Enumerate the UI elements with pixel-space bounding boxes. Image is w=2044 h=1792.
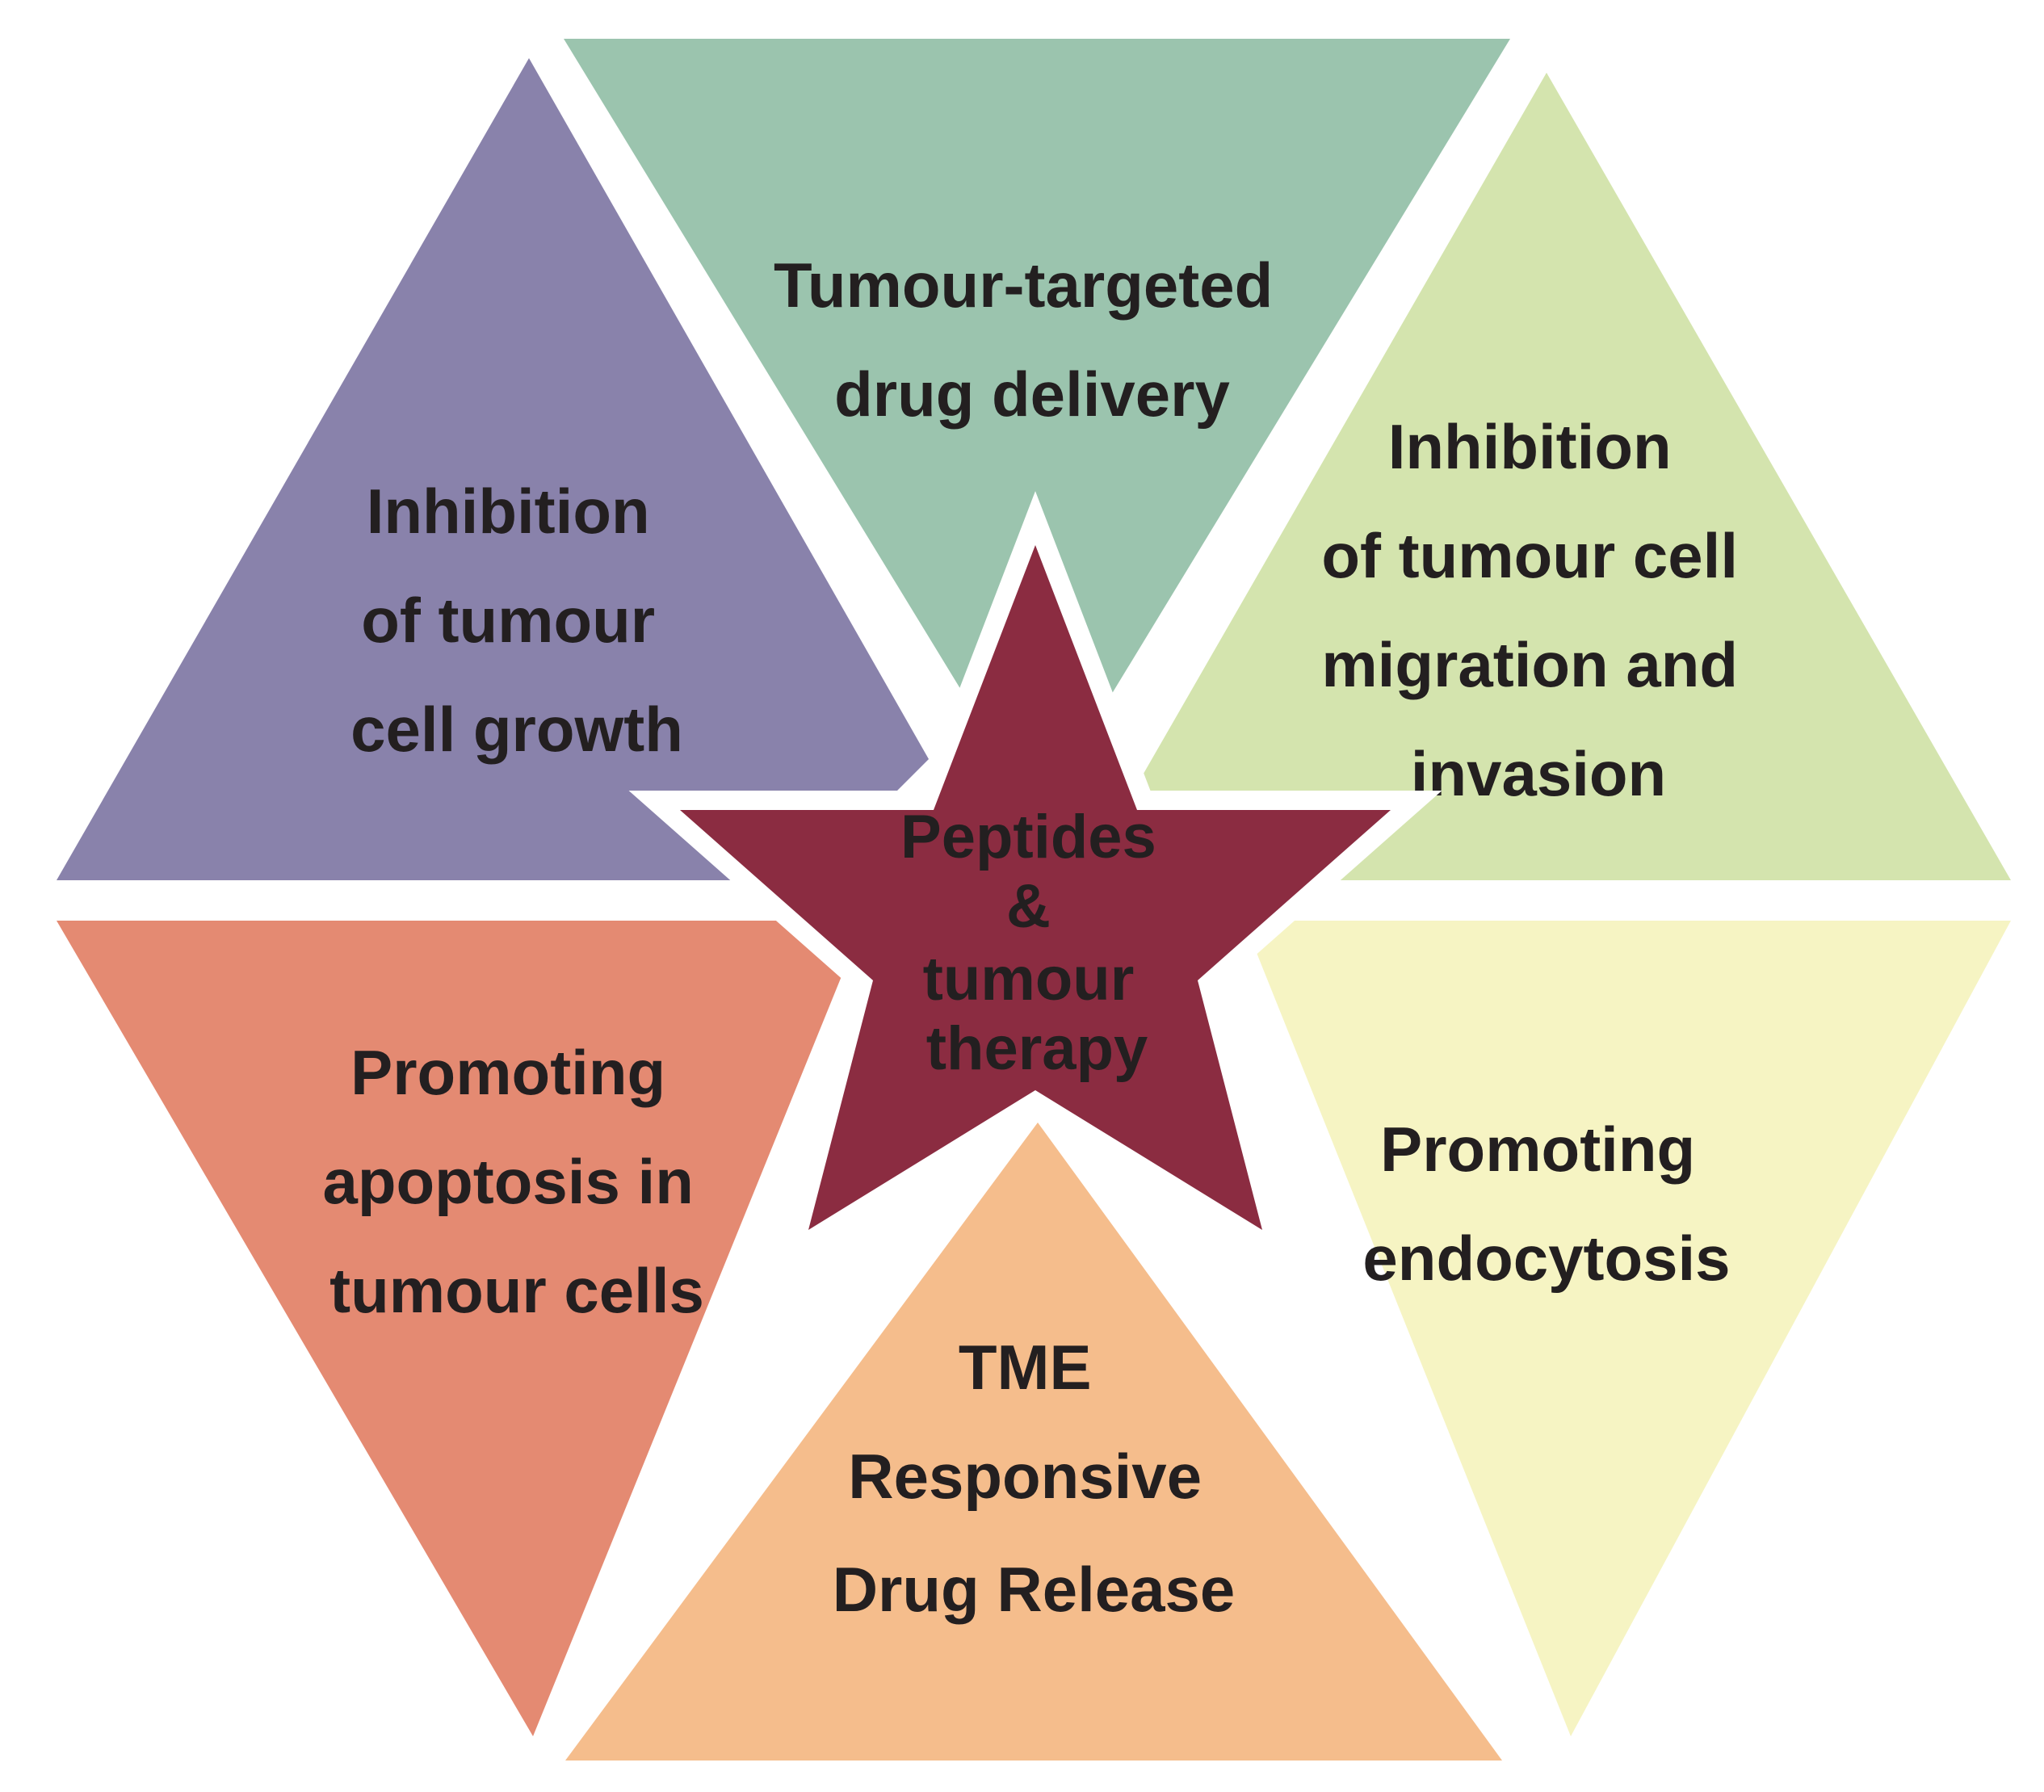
segment-tme-responsive-drug-release: TME Responsive Drug Release [565,1123,1502,1761]
segment-label-line: of tumour cell [1321,520,1738,591]
segment-label-line: endocytosis [1362,1223,1730,1294]
segment-label-line: migration and [1321,629,1738,700]
segment-label: Promoting apoptosis in tumour cells [322,1037,711,1326]
segment-promoting-endocytosis: Promoting endocytosis [1244,921,2011,1736]
segment-label-line: drug delivery [834,359,1230,430]
segment-label-line: of tumour [361,585,655,656]
center-label-line: tumour [923,945,1135,1014]
segment-inhibition-of-tumour-cell-growth: Inhibition of tumour cell growth [57,58,929,880]
segment-shape [57,58,929,880]
segment-shape [1244,921,2011,1736]
segment-shape [1082,73,2011,880]
segment-label-line: TME [959,1332,1092,1403]
segment-label-line: Inhibition [367,476,650,547]
segment-shape [57,921,864,1736]
center-label: Peptides & tumour therapy [900,803,1173,1083]
center-label-line: Peptides [900,803,1156,871]
segment-inhibition-of-tumour-cell-migration: Inhibition of tumour cell migration and … [1082,73,2011,880]
segment-label-line: Responsive [848,1441,1202,1512]
segment-label-line: invasion [1411,738,1666,809]
segment-label-line: cell growth [350,694,683,765]
center-label-line: therapy [926,1014,1148,1083]
center-label-line: & [1006,872,1051,941]
center-star: Peptides & tumour therapy [628,491,1442,1272]
segment-label: Promoting endocytosis [1362,1114,1730,1294]
segment-label: TME Responsive Drug Release [833,1332,1236,1625]
segment-label: Inhibition of tumour cell growth [350,476,683,765]
segment-label-line: apoptosis in [322,1146,693,1217]
segment-label-line: Promoting [350,1037,665,1108]
segment-label-line: Drug Release [833,1554,1236,1625]
segment-shape [565,1123,1502,1761]
segment-promoting-apoptosis: Promoting apoptosis in tumour cells [57,921,864,1736]
segment-tumour-targeted-drug-delivery: Tumour-targeted drug delivery [564,39,1510,816]
segment-label: Inhibition of tumour cell migration and … [1321,411,1755,809]
segment-label-line: Inhibition [1388,411,1672,482]
segment-label-line: Promoting [1380,1114,1695,1185]
segment-shape [564,39,1510,816]
segment-label-line: tumour cells [329,1255,704,1326]
segment-label: Tumour-targeted drug delivery [774,250,1291,430]
segment-label-line: Tumour-targeted [774,250,1273,321]
center-star-shape [680,545,1391,1230]
